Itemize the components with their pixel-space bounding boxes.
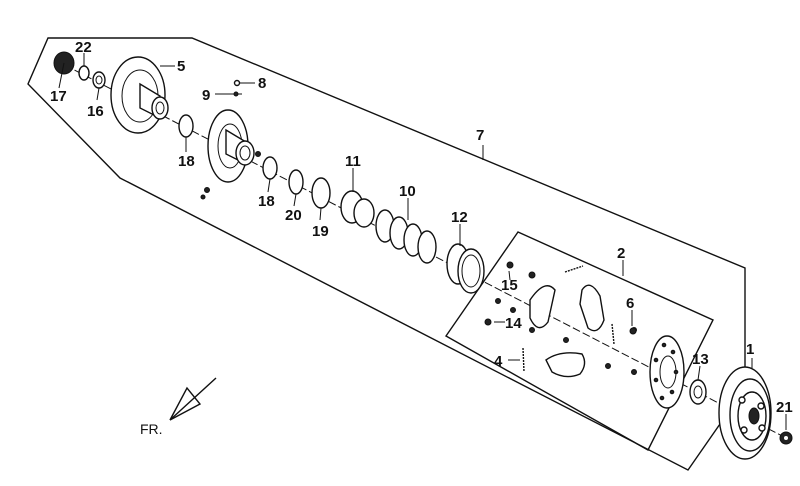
callout-11: 11 — [345, 153, 361, 170]
part-8-9-bolt — [225, 79, 242, 97]
callout-14: 14 — [505, 315, 522, 332]
callout-2: 2 — [617, 245, 625, 262]
callout-9: 9 — [202, 87, 210, 104]
subassembly-outline — [444, 231, 714, 451]
part-4-spring — [522, 347, 525, 373]
part-19-seal — [311, 177, 331, 209]
direction-arrow-icon — [169, 377, 217, 421]
part-clutch-shoe-a — [529, 285, 556, 329]
callout-17: 17 — [50, 88, 67, 105]
part-22-washer — [78, 65, 90, 81]
callout-7: 7 — [476, 127, 484, 144]
part-5-drive-face — [110, 56, 169, 134]
callout-22: 22 — [75, 39, 92, 56]
leader-lines — [58, 53, 787, 430]
callout-6: 6 — [626, 295, 634, 312]
callout-19: 19 — [312, 223, 329, 240]
part-17-nut — [53, 51, 75, 75]
part-6-pin — [629, 327, 637, 335]
part-13-bearing — [689, 379, 707, 405]
callout-16: 16 — [87, 103, 104, 120]
callout-18-a: 18 — [178, 153, 195, 170]
part-drive-plate — [649, 335, 685, 409]
callout-12: 12 — [451, 209, 468, 226]
callout-4: 4 — [494, 353, 503, 370]
part-16-bearing — [92, 71, 106, 89]
callout-5: 5 — [177, 58, 185, 75]
part-21-nut — [779, 431, 793, 445]
part-spring-top — [564, 265, 584, 273]
part-15-pin — [506, 261, 536, 279]
callout-10: 10 — [399, 183, 416, 200]
callout-1: 1 — [746, 341, 754, 358]
part-clutch-shoe-c — [545, 352, 586, 378]
callout-8: 8 — [258, 75, 266, 92]
part-18-o-ring-a — [178, 114, 194, 138]
callout-20: 20 — [285, 207, 302, 224]
callout-21: 21 — [776, 399, 793, 416]
assembly-outline — [27, 37, 746, 471]
direction-label: FR. — [140, 421, 163, 437]
part-sliding-face — [200, 109, 261, 200]
part-18-o-ring-b — [262, 156, 278, 180]
callout-15: 15 — [501, 277, 518, 294]
part-11-collar — [340, 190, 375, 228]
callout-18-b: 18 — [258, 193, 275, 210]
callout-13: 13 — [692, 351, 709, 368]
part-small-pins — [484, 298, 637, 375]
part-12-cup — [446, 243, 485, 294]
part-clutch-shoe-b — [579, 284, 605, 332]
part-10-spring — [375, 209, 437, 264]
part-20-seal — [288, 169, 304, 195]
part-spring-right — [611, 323, 615, 345]
part-1-clutch-bell — [718, 366, 772, 460]
